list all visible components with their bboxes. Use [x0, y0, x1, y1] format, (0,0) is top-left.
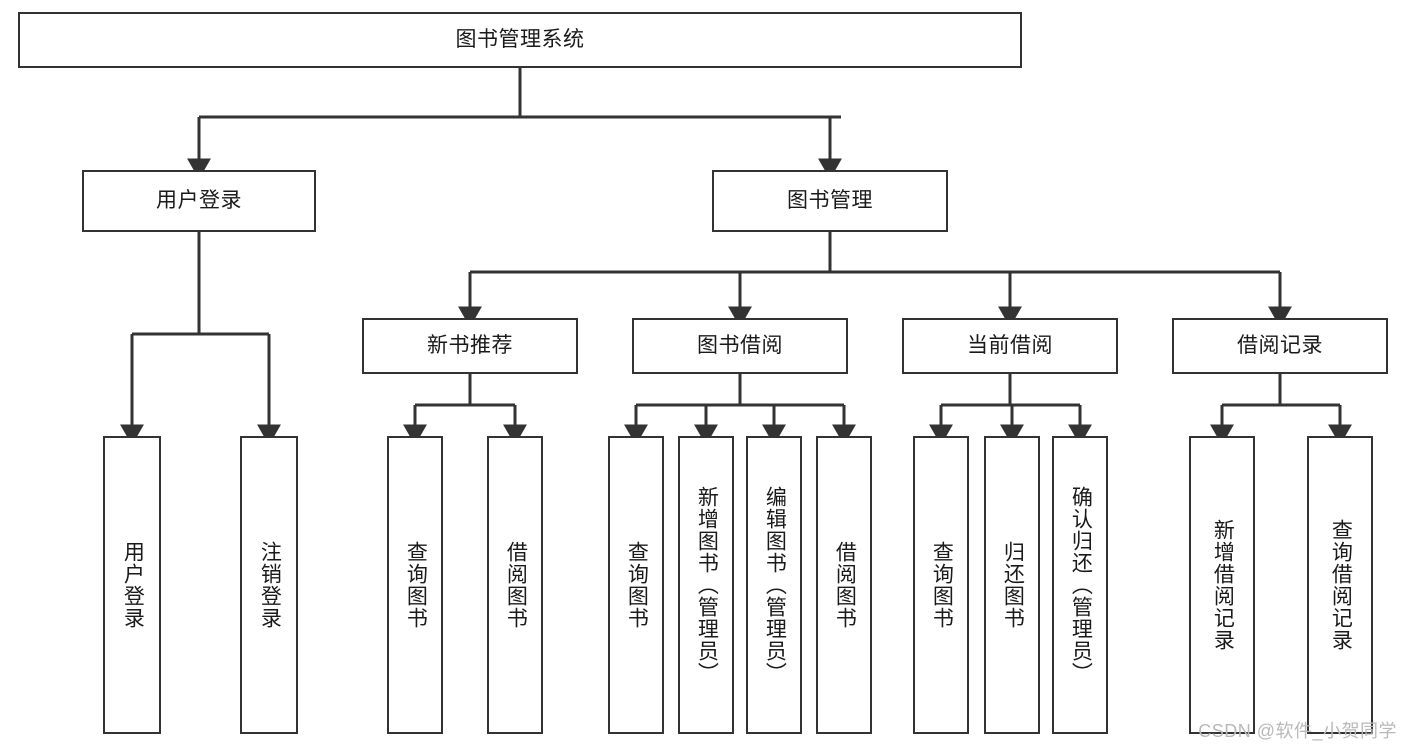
node-borrow-record[interactable]: 借阅记录: [1172, 318, 1388, 374]
leaf-label: 新增借阅记录: [1211, 519, 1235, 651]
leaf-label: 借阅图书: [504, 541, 528, 629]
node-root-system[interactable]: 图书管理系统: [18, 12, 1022, 68]
node-leaf-add-borrow-record[interactable]: 新增借阅记录: [1189, 436, 1255, 734]
node-leaf-confirm-return[interactable]: 确认归还（管理员）: [1052, 436, 1108, 734]
node-leaf-borrow-book-recommend[interactable]: 借阅图书: [487, 436, 543, 734]
node-leaf-borrow-book[interactable]: 借阅图书: [816, 436, 872, 734]
node-leaf-logout[interactable]: 注销登录: [240, 436, 298, 734]
leaf-label: 查询图书: [625, 541, 649, 629]
node-leaf-query-book-recommend[interactable]: 查询图书: [387, 436, 443, 734]
leaf-label: 编辑图书（管理员）: [763, 486, 787, 684]
node-leaf-return-book[interactable]: 归还图书: [984, 436, 1040, 734]
leaf-label: 确认归还（管理员）: [1069, 486, 1093, 684]
node-leaf-user-login[interactable]: 用户登录: [103, 436, 161, 734]
node-leaf-query-borrow-record[interactable]: 查询借阅记录: [1307, 436, 1373, 734]
leaf-label: 用户登录: [121, 541, 145, 629]
leaf-label: 借阅图书: [833, 541, 857, 629]
node-leaf-query-book-borrow[interactable]: 查询图书: [608, 436, 664, 734]
leaf-label: 查询借阅记录: [1329, 519, 1353, 651]
node-new-book-recommend[interactable]: 新书推荐: [362, 318, 578, 374]
node-leaf-query-book-current[interactable]: 查询图书: [913, 436, 969, 734]
node-leaf-add-book[interactable]: 新增图书（管理员）: [678, 436, 734, 734]
node-user-login[interactable]: 用户登录: [82, 170, 316, 232]
leaf-label: 归还图书: [1001, 541, 1025, 629]
node-book-manage[interactable]: 图书管理: [712, 170, 948, 232]
node-current-borrow[interactable]: 当前借阅: [902, 318, 1118, 374]
leaf-label: 新增图书（管理员）: [695, 486, 719, 684]
leaf-label: 查询图书: [404, 541, 428, 629]
node-leaf-edit-book[interactable]: 编辑图书（管理员）: [746, 436, 802, 734]
leaf-label: 注销登录: [258, 541, 282, 629]
leaf-label: 查询图书: [930, 541, 954, 629]
csdn-watermark: CSDN @软件_小贺同学: [1198, 721, 1397, 741]
node-book-borrow[interactable]: 图书借阅: [632, 318, 848, 374]
